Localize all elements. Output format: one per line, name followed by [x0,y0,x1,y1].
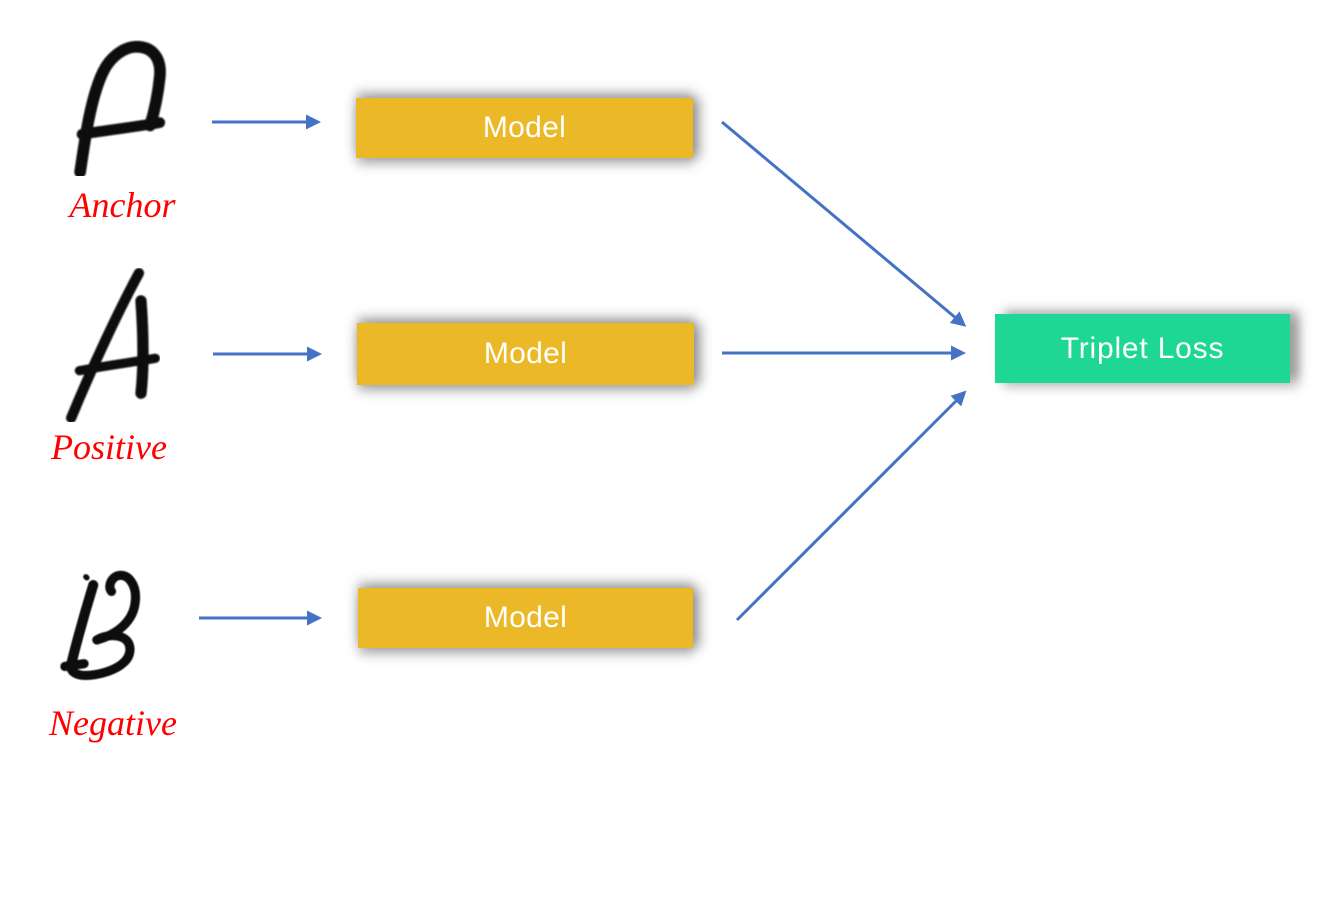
positive-letter-diagonal [66,268,145,422]
arrow-model-negative-to-triplet-loss [735,390,967,622]
positive-label: Positive [51,427,167,467]
negative-letter-top-loop [92,570,141,645]
negative-letter-dot [83,574,90,581]
negative-letter-foot [60,659,89,671]
anchor-letter-stroke [74,40,166,176]
positive-letter-crossbar [74,353,160,376]
negative-letter-image [60,570,141,680]
anchor-letter-crossbar [76,117,166,140]
model-box-negative: Model [358,588,693,648]
model-box-anchor-label: Model [482,111,567,144]
model-box-positive: Model [357,323,694,385]
anchor-letter-image [74,40,166,176]
positive-letter-image [66,268,160,422]
model-box-anchor: Model [356,98,693,158]
triplet-loss-box: Triplet Loss [995,314,1290,383]
model-box-negative-label: Model [483,601,568,634]
negative-letter-stem [66,580,99,669]
arrow-model-anchor-to-triplet-loss [721,120,967,327]
positive-letter-stem [135,295,149,399]
triplet-loss-label: Triplet Loss [1060,331,1225,365]
model-box-positive-label: Model [483,337,568,370]
anchor-label: Anchor [69,185,176,225]
negative-label: Negative [49,703,177,743]
